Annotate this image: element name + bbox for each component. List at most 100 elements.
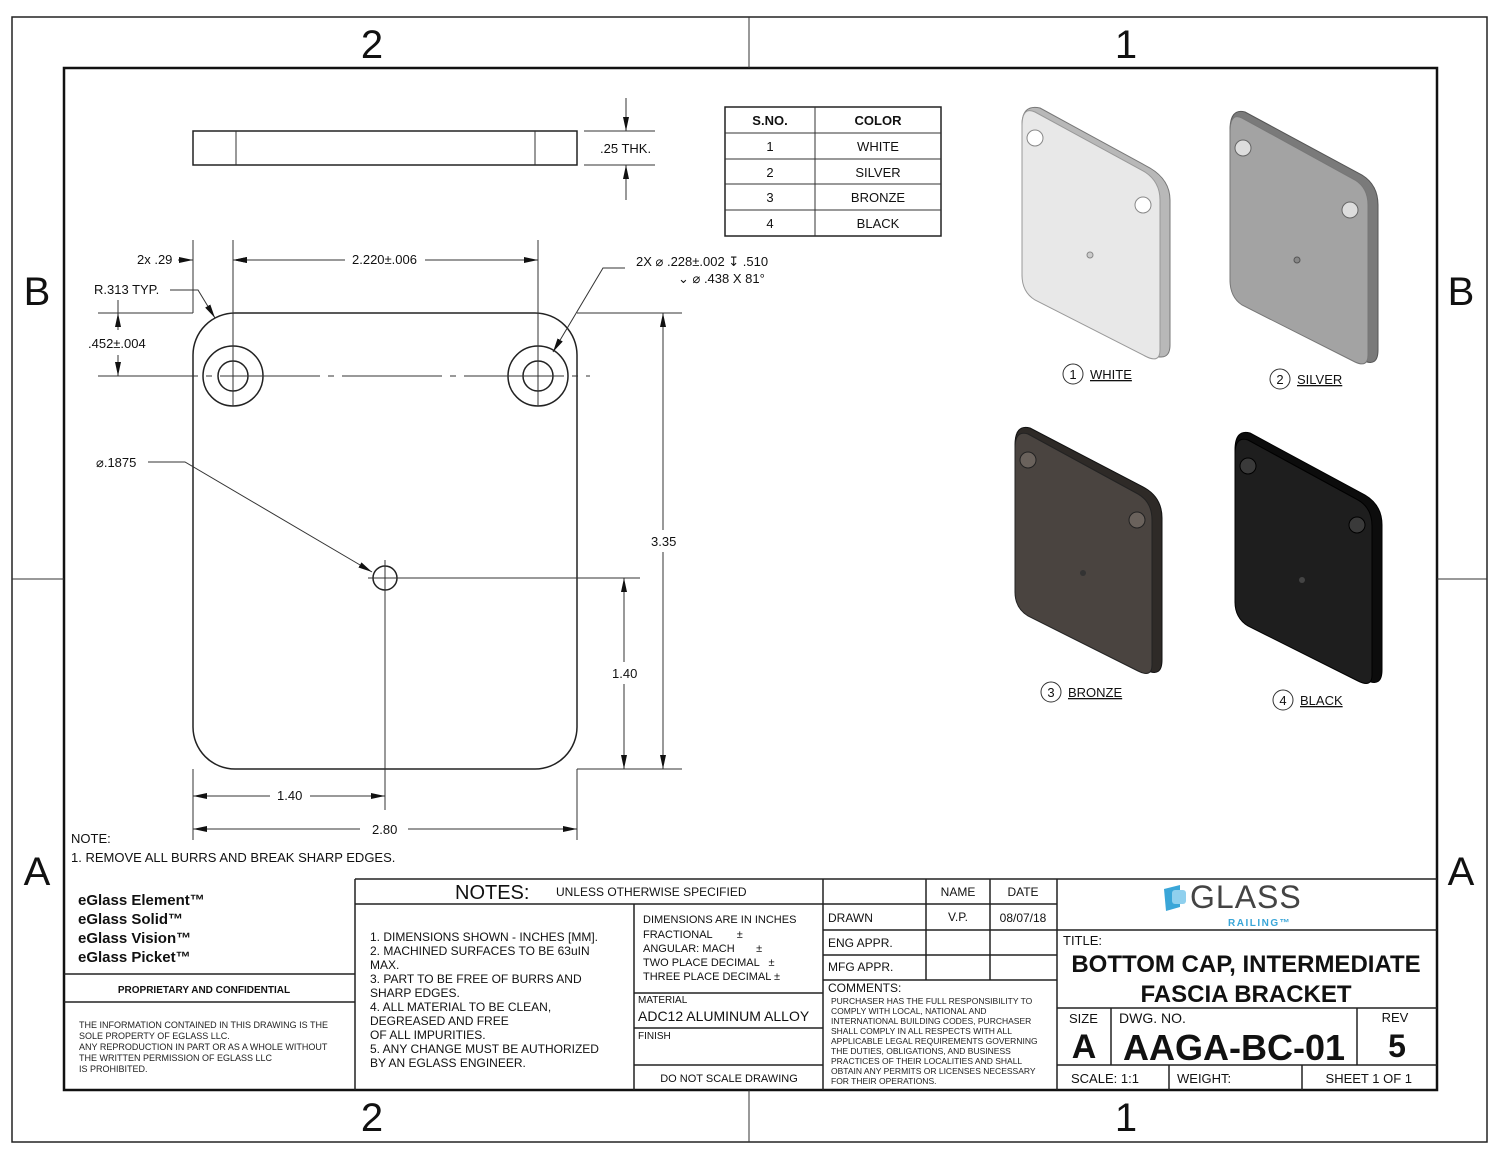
- table-cell: 4: [766, 216, 773, 231]
- svg-text:SHARP EDGES.: SHARP EDGES.: [370, 986, 460, 1000]
- dwg-no-label: DWG. NO.: [1119, 1010, 1186, 1026]
- svg-text:COMPLY WITH LOCAL, NATIONAL AN: COMPLY WITH LOCAL, NATIONAL AND: [831, 1006, 987, 1016]
- hole-offset-dim: .452±.004: [88, 336, 146, 351]
- comments-label: COMMENTS:: [828, 981, 901, 995]
- center-height-dim: 1.40: [612, 666, 637, 681]
- svg-text:TWO PLACE DECIMAL ±: TWO PLACE DECIMAL ±: [643, 957, 775, 969]
- svg-text:DEGREASED AND FREE: DEGREASED AND FREE: [370, 1014, 509, 1028]
- zone-label-top-1: 1: [1115, 23, 1137, 67]
- svg-text:SHALL COMPLY IN ALL RESPECTS W: SHALL COMPLY IN ALL RESPECTS WITH ALL: [831, 1026, 1012, 1036]
- comments-text: PURCHASER HAS THE FULL RESPONSIBILITY TO…: [831, 996, 1038, 1086]
- drawing-title-line1: BOTTOM CAP, INTERMEDIATE: [1071, 951, 1420, 978]
- svg-text:BRONZE: BRONZE: [1068, 685, 1123, 700]
- svg-text:APPLICABLE LEGAL REQUIREMENTS: APPLICABLE LEGAL REQUIREMENTS GOVERNING: [831, 1036, 1038, 1046]
- sheet: SHEET 1 OF 1: [1326, 1071, 1412, 1086]
- center-hole-dim: ⌀.1875: [96, 455, 136, 470]
- size-value: A: [1072, 1028, 1097, 1066]
- svg-text:FRACTIONAL ±: FRACTIONAL ±: [643, 929, 743, 941]
- title-block: eGlass Element™ eGlass Solid™ eGlass Vis…: [64, 878, 1437, 1090]
- svg-text:ANGULAR: MACH ±: ANGULAR: MACH ±: [643, 943, 762, 955]
- logo-text: GLASS: [1190, 879, 1302, 915]
- scale: SCALE: 1:1: [1071, 1071, 1139, 1086]
- svg-text:V.P.: V.P.: [948, 910, 968, 924]
- rev-value: 5: [1388, 1028, 1406, 1064]
- tolerances: DIMENSIONS ARE IN INCHES FRACTIONAL ± AN…: [643, 914, 796, 983]
- svg-text:DATE: DATE: [1007, 885, 1038, 899]
- confidential-text: THE INFORMATION CONTAINED IN THIS DRAWIN…: [79, 1020, 328, 1074]
- proprietary-label: PROPRIETARY AND CONFIDENTIAL: [118, 985, 290, 996]
- zone-label-bottom-2: 2: [361, 1096, 383, 1140]
- svg-text:2: 2: [1276, 372, 1283, 387]
- zone-label-bottom-1: 1: [1115, 1096, 1137, 1140]
- product-list: eGlass Element™ eGlass Solid™ eGlass Vis…: [78, 892, 205, 966]
- svg-text:NAME: NAME: [941, 885, 976, 899]
- notes-title: NOTES:: [455, 882, 529, 904]
- svg-text:THREE PLACE DECIMAL ±: THREE PLACE DECIMAL ±: [643, 971, 780, 983]
- iso-view-silver: [1229, 110, 1379, 365]
- edge-dim: 2x .29: [137, 252, 172, 267]
- svg-text:08/07/18: 08/07/18: [1000, 911, 1047, 925]
- svg-text:SOLE PROPERTY OF EGLASS LLC.: SOLE PROPERTY OF EGLASS LLC.: [79, 1031, 230, 1041]
- svg-text:FOR THEIR OPERATIONS.: FOR THEIR OPERATIONS.: [831, 1076, 936, 1086]
- svg-text:5. ANY CHANGE MUST BE AUTHORIZ: 5. ANY CHANGE MUST BE AUTHORIZED: [370, 1042, 599, 1056]
- height-dim: 3.35: [651, 534, 676, 549]
- product-item: eGlass Vision™: [78, 930, 191, 947]
- table-cell: BRONZE: [851, 190, 906, 205]
- svg-text:ENG APPR.: ENG APPR.: [828, 936, 893, 950]
- radius-dim: R.313 TYP.: [94, 282, 159, 297]
- table-cell: 1: [766, 139, 773, 154]
- zone-label-right-b: B: [1448, 270, 1475, 314]
- size-label: SIZE: [1069, 1011, 1098, 1026]
- note-title: NOTE:: [71, 831, 111, 846]
- weight: WEIGHT:: [1177, 1071, 1231, 1086]
- svg-text:4. ALL MATERIAL TO BE CLEAN,: 4. ALL MATERIAL TO BE CLEAN,: [370, 1000, 551, 1014]
- svg-text:4: 4: [1279, 693, 1286, 708]
- view-label-bronze: 3 BRONZE: [1040, 681, 1123, 703]
- zone-label-right-a: A: [1448, 850, 1475, 894]
- thickness-dim: .25 THK.: [600, 141, 651, 156]
- view-label-silver: 2 SILVER: [1269, 368, 1342, 390]
- svg-text:1. DIMENSIONS SHOWN - INCHES [: 1. DIMENSIONS SHOWN - INCHES [MM].: [370, 930, 598, 944]
- iso-view-white: [1021, 106, 1171, 360]
- table-header-sno: S.NO.: [752, 113, 787, 128]
- finish-label: FINISH: [638, 1031, 671, 1042]
- table-cell: WHITE: [857, 139, 899, 154]
- hole-spacing-dim: 2.220±.006: [352, 252, 417, 267]
- view-label-white: 1 WHITE: [1062, 363, 1132, 385]
- iso-view-bronze: [1014, 426, 1163, 674]
- table-cell: 3: [766, 190, 773, 205]
- svg-text:THE INFORMATION CONTAINED IN T: THE INFORMATION CONTAINED IN THIS DRAWIN…: [79, 1020, 328, 1030]
- svg-text:MAX.: MAX.: [370, 958, 399, 972]
- svg-text:BLACK: BLACK: [1300, 693, 1343, 708]
- front-view: 2x .29 2.220±.006 R.313 TYP. .452±.004 2…: [88, 240, 768, 840]
- width-dim: 2.80: [372, 822, 397, 837]
- center-width-dim: 1.40: [277, 788, 302, 803]
- product-item: eGlass Solid™: [78, 911, 183, 928]
- do-not-scale: DO NOT SCALE DRAWING: [660, 1073, 798, 1085]
- hole-callout: 2X ⌀ .228±.002 ↧ .510: [636, 254, 768, 269]
- svg-text:WHITE: WHITE: [1090, 367, 1132, 382]
- svg-text:INTERNATIONAL BUILDING CODES,: INTERNATIONAL BUILDING CODES, PURCHASER: [831, 1016, 1031, 1026]
- table-cell: 2: [766, 165, 773, 180]
- svg-text:2. MACHINED SURFACES TO BE 63u: 2. MACHINED SURFACES TO BE 63uIN: [370, 944, 590, 958]
- table-cell: BLACK: [857, 216, 900, 231]
- color-table: S.NO. COLOR 1 WHITE 2 SILVER 3 BRONZE 4 …: [724, 106, 942, 237]
- svg-text:DIMENSIONS ARE IN INCHES: DIMENSIONS ARE IN INCHES: [643, 914, 796, 926]
- product-item: eGlass Element™: [78, 892, 205, 909]
- title-label: TITLE:: [1063, 933, 1102, 948]
- view-label-black: 4 BLACK: [1272, 689, 1343, 711]
- svg-text:DRAWN: DRAWN: [828, 911, 873, 925]
- svg-text:THE WRITTEN PERMISSION OF EGLA: THE WRITTEN PERMISSION OF EGLASS LLC: [79, 1053, 273, 1063]
- zone-dividers: [12, 17, 1487, 1142]
- note-text: 1. REMOVE ALL BURRS AND BREAK SHARP EDGE…: [71, 850, 395, 865]
- svg-text:3. PART TO BE FREE OF BURRS AN: 3. PART TO BE FREE OF BURRS AND: [370, 972, 582, 986]
- svg-text:BY AN EGLASS ENGINEER.: BY AN EGLASS ENGINEER.: [370, 1056, 526, 1070]
- product-item: eGlass Picket™: [78, 949, 191, 966]
- svg-text:SILVER: SILVER: [1297, 372, 1342, 387]
- eglass-logo: GLASS RAILING™: [1164, 879, 1302, 929]
- side-view: .25 THK.: [192, 98, 655, 200]
- zone-label-left-b: B: [24, 270, 51, 314]
- svg-text:PURCHASER HAS THE FULL RESPONS: PURCHASER HAS THE FULL RESPONSIBILITY TO: [831, 996, 1033, 1006]
- countersink-callout: ⌄ ⌀ .438 X 81°: [678, 271, 765, 286]
